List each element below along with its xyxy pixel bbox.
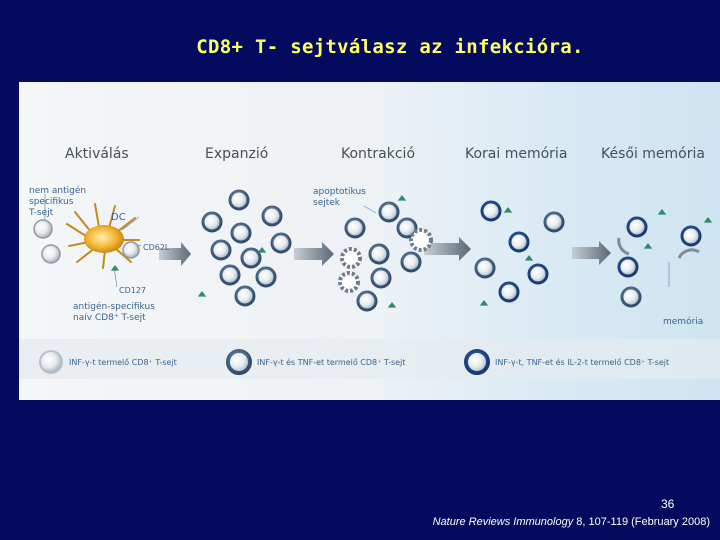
t-cell-icon [210,239,232,261]
citation: Nature Reviews Immunology 8, 107-119 (Fe… [433,516,710,528]
t-cell-icon [508,231,530,253]
apoptotic-cell-icon [340,247,362,269]
t-cell-icon [41,244,61,264]
arrow-icon [294,242,334,266]
apoptotic-cell-icon [409,228,433,252]
citation-details: 8, 107-119 (February 2008) [573,516,710,528]
t-cell-icon [270,232,292,254]
t-cell-icon [240,247,262,269]
t-cell-icon [498,281,520,303]
receptor-markers [110,195,713,308]
legend-item: INF-γ-t és TNF-et termelő CD8⁺ T-sejt [257,358,406,367]
t-cell-icon [626,216,648,238]
t-cell-icon [344,217,366,239]
t-cell-icon [201,211,223,233]
diagram-graphics [19,189,720,379]
t-cell-icon [378,201,400,223]
t-cell-icon [370,267,392,289]
t-cells [33,189,702,312]
citation-journal: Nature Reviews Immunology [432,516,574,528]
apoptotic-label: apoptotikus sejtek [313,187,366,208]
t-cell-icon [396,217,418,239]
legend-icons [39,349,490,375]
t-cell-icon [261,205,283,227]
legend-item: INF-γ-t termelő CD8⁺ T-sejt [69,358,177,367]
slide-title: CD8+ T- sejtválasz az infekcióra. [196,36,584,58]
t-cell-icon [543,211,565,233]
legend-cell-icon [39,350,63,374]
t-cell-icon [400,251,422,273]
t-cell-icon [480,200,502,222]
t-cell-icon [122,241,140,259]
t-cell-icon [228,189,250,211]
dc-label: DC [111,212,126,223]
apoptotic-cell-icon [338,271,360,293]
t-cell-icon [33,219,53,239]
t-cell-icon [527,263,549,285]
legend-cell-icon [226,349,252,375]
t-cell-icon [680,225,702,247]
arrow-icon [572,241,611,265]
arrow-icon [159,242,191,266]
page-number: 36 [661,497,675,511]
stage-label: Expanzió [205,146,269,162]
naive-cell-label: antigén-specifikus naív CD8⁺ T-sejt [73,302,155,323]
t-cell-icon [368,243,390,265]
t-cell-icon [617,256,639,278]
t-cell-icon [230,222,252,244]
t-cell-icon [356,290,378,312]
t-cell-icon [474,257,496,279]
dendritic-cell-icon [66,203,140,269]
arrow-icon [424,237,471,261]
t-cell-icon [234,285,256,307]
legend-band [19,339,720,379]
legend-cell-icon [464,349,490,375]
t-cell-response-diagram: Aktiválás Expanzió Kontrakció Korai memó… [19,82,720,400]
non-specific-label: nem antigén specifikus T-sejt [29,186,87,218]
cd62l-label: CD62L [143,243,170,252]
stage-label: Késői memória [601,146,705,162]
cd127-label: CD127 [119,286,147,295]
recycle-arrows [617,237,700,259]
stage-label: Aktiválás [65,146,129,162]
stage-label: Korai memória [465,146,568,162]
stage-label: Kontrakció [341,146,416,162]
t-cell-icon [255,266,277,288]
stage-arrows [159,237,611,266]
memory-label: memória [663,317,704,327]
legend-item: INF-γ-t, TNF-et és IL-2-t termelő CD8⁺ T… [495,358,670,367]
t-cell-icon [620,286,642,308]
t-cell-icon [219,264,241,286]
